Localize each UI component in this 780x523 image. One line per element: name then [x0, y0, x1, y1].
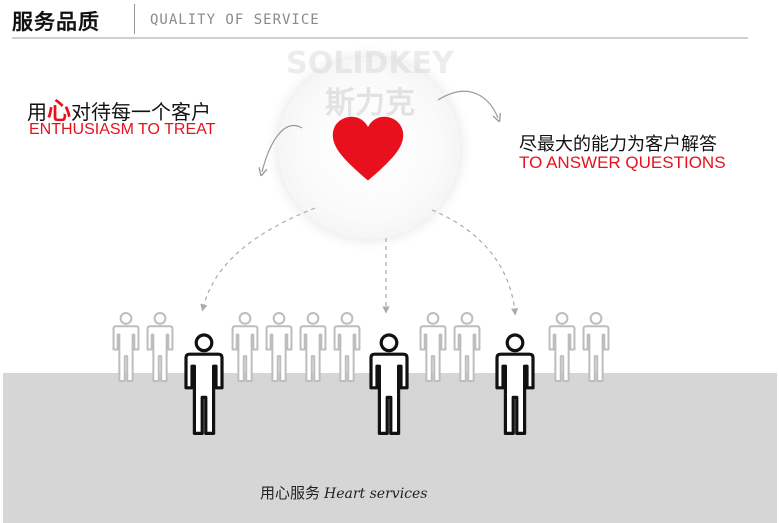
person-icon-faded-8 [453, 312, 481, 383]
left-callout-prefix: 用 [27, 100, 47, 124]
footer-caption-english: Heart services [324, 486, 428, 502]
person-icon-faded-3 [231, 312, 259, 383]
person-icon-faded-1 [112, 312, 140, 383]
watermark-logo-text: SOLIDKEY [286, 46, 454, 81]
heart-icon [332, 116, 404, 181]
curve-arrow-left [262, 125, 303, 172]
left-callout-highlight: 心 [47, 97, 71, 125]
person-icon-faded-10 [582, 312, 610, 383]
person-icon-faded-4 [265, 312, 293, 383]
dashed-arrow-left [200, 207, 316, 312]
left-callout-suffix: 对待每一个客户 [71, 100, 211, 124]
section-subtitle: QUALITY OF SERVICE [150, 12, 320, 28]
title-divider [134, 4, 135, 34]
person-icon-faded-2 [146, 312, 174, 383]
dashed-arrow-right [431, 209, 519, 316]
watermark-logo-chinese: 斯力克 [325, 86, 415, 121]
footer-caption-chinese: 用心服务 [260, 484, 321, 502]
person-icon-faded-9 [548, 312, 576, 383]
right-callout-chinese: 尽最大的能力为客户解答 [519, 134, 717, 155]
left-callout-chinese: 用心对待每一个客户 [27, 91, 211, 126]
person-icon-faded-7 [419, 312, 447, 383]
person-icon-3 [495, 333, 535, 435]
section-title: 服务品质 [12, 10, 100, 34]
right-callout-english: TO ANSWER QUESTIONS [519, 153, 726, 172]
person-icon-2 [369, 333, 409, 435]
curve-arrow-right [437, 90, 498, 118]
person-icon-1 [184, 333, 224, 435]
left-callout-english: ENTHUSIASM TO TREAT [29, 121, 216, 138]
person-icon-faded-5 [299, 312, 327, 383]
person-icon-faded-6 [333, 312, 361, 383]
header-rule [12, 37, 748, 39]
